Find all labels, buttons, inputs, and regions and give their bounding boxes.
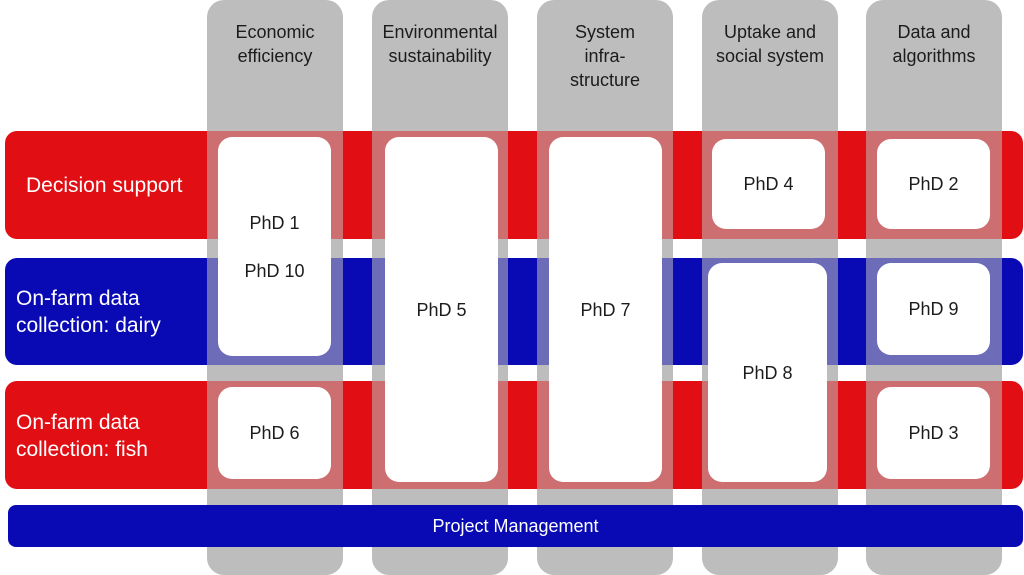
column-title: Uptake and social system <box>715 22 825 66</box>
phd-9-box: PhD 9 <box>877 263 990 355</box>
column-title: System infra- structure <box>569 22 641 90</box>
column-title: Economic efficiency <box>235 22 315 66</box>
row-label: On-farm data collection: dairy <box>16 287 161 337</box>
row-label: On-farm data collection: fish <box>16 411 148 461</box>
row-label: Decision support <box>26 174 183 197</box>
project-management-bar: Project Management <box>8 505 1023 547</box>
phd-1-10-box: PhD 1 PhD 10 <box>218 137 331 356</box>
row-decision-support: Decision support <box>5 131 1023 239</box>
project-management-label: Project Management <box>432 515 599 536</box>
phd-3-box: PhD 3 <box>877 387 990 479</box>
column-title: Data and algorithms <box>892 22 976 66</box>
phd-5-box: PhD 5 <box>385 137 498 482</box>
phd-4-box: PhD 4 <box>712 139 825 229</box>
column-title: Environmental sustainability <box>382 22 498 66</box>
phd-6-box: PhD 6 <box>218 387 331 479</box>
phd-7-box: PhD 7 <box>549 137 662 482</box>
row-dairy-data-collection: On-farm data collection: dairy <box>5 258 1023 365</box>
phd-2-box: PhD 2 <box>877 139 990 229</box>
row-fish-data-collection: On-farm data collection: fish <box>5 381 1023 489</box>
phd-8-box: PhD 8 <box>708 263 827 482</box>
